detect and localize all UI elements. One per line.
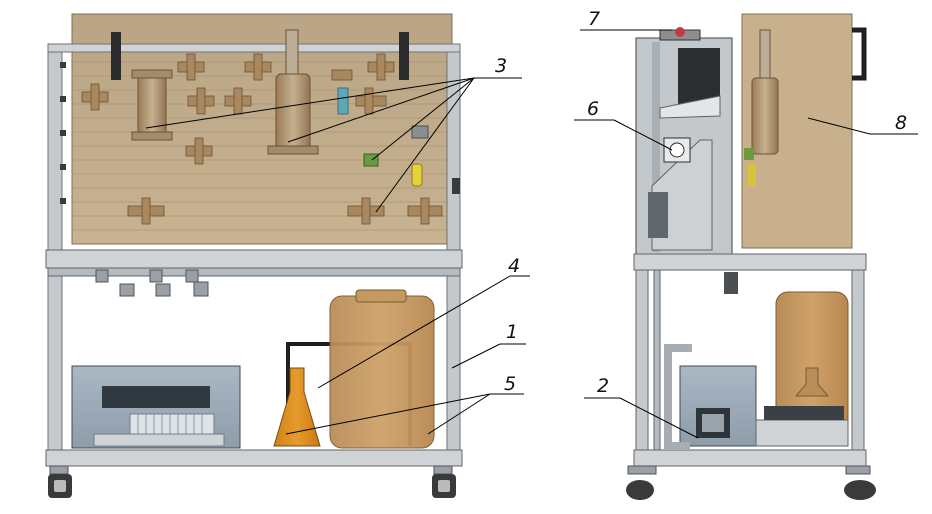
front-mid-rail-2	[47, 267, 461, 277]
storage-jug-neck	[355, 289, 407, 303]
gray-fitting	[411, 125, 429, 139]
callout-6: 6	[587, 98, 599, 120]
side-casters	[626, 465, 876, 500]
front-casters	[48, 465, 456, 498]
side-panel-handle	[852, 27, 867, 81]
callout-2: 2	[597, 375, 609, 397]
reagent-flask	[273, 367, 321, 447]
side-upright-left	[635, 253, 649, 465]
callout-1: 1	[506, 321, 518, 343]
reactor-small-cap	[131, 69, 173, 79]
callout-4: 4	[508, 255, 520, 277]
side-bottom-rail	[633, 449, 867, 467]
front-top-rail	[47, 43, 461, 53]
side-reactor	[751, 77, 779, 155]
side-flask	[794, 367, 830, 397]
side-reactor-top	[759, 29, 771, 79]
side-upright-right	[851, 253, 865, 465]
panel-handle-left	[111, 32, 121, 80]
callout-5: 5	[504, 373, 516, 395]
green-valve	[363, 153, 379, 167]
cabinet-divider	[659, 95, 721, 119]
yellow-filter	[411, 163, 423, 187]
callout-3: 3	[495, 55, 507, 77]
pump-base-grille	[764, 406, 844, 420]
reactor-large-top	[285, 29, 299, 75]
blue-sensor	[337, 87, 349, 115]
callout-7: 7	[588, 8, 600, 30]
panel-handle-right	[399, 32, 409, 80]
front-view	[45, 13, 463, 498]
cabinet-lower-window	[648, 192, 668, 238]
reactor-small-base	[131, 131, 173, 141]
leader-lines	[145, 29, 918, 439]
side-bracket	[724, 272, 738, 294]
power-switch	[663, 137, 691, 163]
side-view	[626, 13, 876, 500]
reactor-large-base	[267, 145, 319, 155]
side-inner-rail	[653, 269, 661, 451]
indicator-lamp-red	[675, 27, 685, 37]
side-mid-rail	[633, 253, 867, 271]
controller-display	[102, 386, 210, 408]
deck-fittings	[95, 269, 209, 297]
panel-mounts	[81, 53, 443, 225]
side-green-part	[744, 148, 754, 160]
callout-labels: 3 4 1 5 6 7 8 2	[495, 8, 907, 397]
side-fittings	[60, 62, 460, 204]
front-mid-rail	[45, 249, 463, 269]
front-bottom-rail	[45, 449, 463, 467]
cabinet-slot	[652, 42, 660, 252]
pump-fan-inner	[702, 414, 724, 432]
pump-base-wedge	[755, 419, 849, 447]
controller-base	[93, 433, 225, 447]
reactor-small	[137, 73, 167, 139]
reactor-large	[275, 73, 311, 151]
power-switch-knob	[669, 142, 685, 158]
side-yellow-part	[748, 164, 756, 186]
pump-hose	[664, 344, 692, 450]
callout-8: 8	[895, 112, 907, 134]
